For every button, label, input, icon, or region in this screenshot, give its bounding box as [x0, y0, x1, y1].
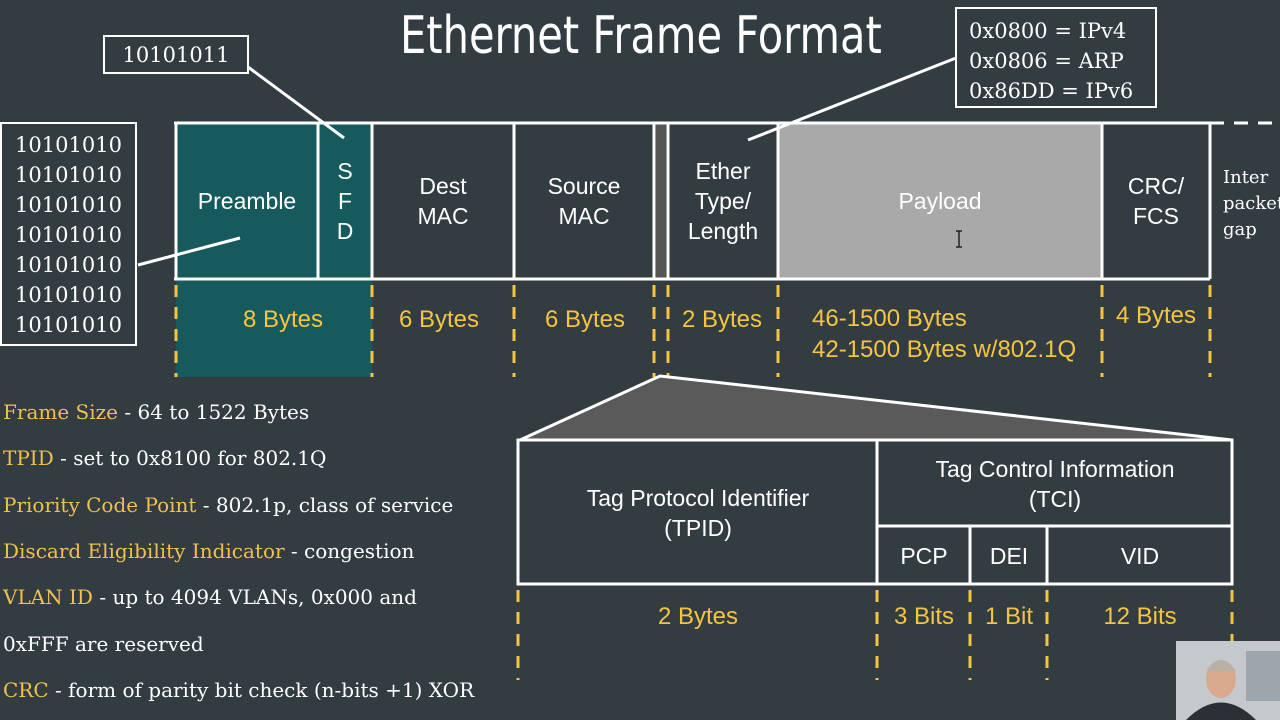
- bits-row: 10101010: [15, 223, 122, 247]
- text-cursor-icon: [955, 230, 962, 248]
- bits-row: 10101010: [15, 313, 122, 337]
- preamble-bits-callout: 10101010 10101010 10101010 10101010 1010…: [0, 122, 137, 346]
- field-label: Dest: [419, 173, 467, 199]
- field-label: (TPID): [664, 515, 732, 541]
- size-payload: 46-1500 Bytes 42-1500 Bytes w/802.1Q: [812, 303, 1076, 365]
- legend-item: TPID - set to 0x8100 for 802.1Q: [3, 446, 326, 470]
- tag-tpid: Tag Protocol Identifier (TPID): [520, 442, 876, 584]
- size-ethertype: 2 Bytes: [681, 306, 763, 333]
- field-sfd: S F D: [318, 123, 372, 279]
- field-label: MAC: [417, 203, 469, 229]
- field-label: D: [336, 218, 354, 244]
- field-payload: Payload: [778, 123, 1102, 279]
- field-label: MAC: [558, 203, 610, 229]
- size-dei: 1 Bit: [984, 603, 1034, 630]
- field-label: CRC/: [1127, 173, 1185, 199]
- legend-key: CRC: [3, 678, 49, 702]
- legend-key: TPID: [3, 446, 54, 470]
- field-label: packet: [1223, 193, 1280, 214]
- page-title: Ethernet Frame Format: [400, 6, 882, 66]
- size-crc: 4 Bytes: [1115, 302, 1197, 329]
- bits-row: 10101010: [15, 133, 122, 157]
- legend-item: VLAN ID - up to 4094 VLANs, 0x000 and: [3, 585, 417, 609]
- tag-vid: VID: [1120, 542, 1160, 569]
- field-crc: CRC/ FCS: [1102, 123, 1210, 279]
- legend-key: VLAN ID: [3, 585, 93, 609]
- bits-row: 10101010: [15, 163, 122, 187]
- bits-row: 10101010: [15, 193, 122, 217]
- sfd-bits-callout: 10101011: [103, 35, 249, 74]
- tag-pcp: PCP: [900, 542, 948, 569]
- size-tpid: 2 Bytes: [657, 603, 739, 630]
- field-label: Tag Control Information: [935, 456, 1175, 482]
- field-source-mac: Source MAC: [514, 123, 654, 279]
- legend-text: - 802.1p, class of service: [196, 493, 454, 517]
- size-line: 42-1500 Bytes w/802.1Q: [812, 336, 1077, 363]
- legend-text: 0xFFF are reserved: [3, 632, 204, 656]
- field-preamble: Preamble: [176, 123, 318, 279]
- legend-key: Discard Eligibility Indicator: [3, 539, 285, 563]
- field-label: Ether: [695, 158, 751, 184]
- webcam-thumbnail: [1176, 641, 1280, 720]
- field-label: Inter: [1223, 167, 1269, 188]
- size-line: 46-1500 Bytes: [812, 305, 967, 332]
- legend-text: - set to 0x8100 for 802.1Q: [53, 446, 327, 470]
- legend-key: Frame Size: [3, 400, 118, 424]
- size-preamble: 8 Bytes: [242, 306, 324, 333]
- size-vid: 12 Bits: [1103, 603, 1177, 630]
- field-label: gap: [1223, 219, 1257, 240]
- bits-row: 10101010: [15, 283, 122, 307]
- field-dest-mac: Dest MAC: [372, 123, 514, 279]
- field-label: Length: [687, 218, 759, 244]
- bits-row: 10101010: [15, 253, 122, 277]
- legend-item: Discard Eligibility Indicator - congesti…: [3, 539, 414, 563]
- legend-text: - 64 to 1522 Bytes: [118, 400, 310, 424]
- legend-item: Priority Code Point - 802.1p, class of s…: [3, 493, 453, 517]
- field-label: Payload: [898, 188, 982, 214]
- field-label: Tag Protocol Identifier: [586, 485, 810, 511]
- field-ethertype: Ether Type/ Length: [668, 123, 778, 279]
- field-label: F: [337, 188, 353, 214]
- tag-dei: DEI: [989, 542, 1029, 569]
- tag-tci: Tag Control Information (TCI): [878, 442, 1232, 526]
- legend-text: - congestion: [284, 539, 415, 563]
- field-label: Type/: [694, 188, 752, 214]
- sfd-bits-text: 10101011: [122, 42, 230, 67]
- size-pcp: 3 Bits: [893, 603, 955, 630]
- size-source: 6 Bytes: [544, 306, 626, 333]
- field-interpacket-gap: Inter packet gap: [1223, 165, 1280, 243]
- field-label: FCS: [1133, 203, 1179, 229]
- ethertype-line: 0x86DD = IPv6: [969, 79, 1134, 103]
- legend-text: - form of parity bit check (n-bits +1) X…: [48, 678, 475, 702]
- ethertype-line: 0x0806 = ARP: [969, 49, 1124, 73]
- ethertype-callout: 0x0800 = IPv4 0x0806 = ARP 0x86DD = IPv6: [955, 7, 1157, 108]
- legend-text: - up to 4094 VLANs, 0x000 and: [92, 585, 417, 609]
- field-label: Preamble: [197, 188, 297, 214]
- field-label: S: [337, 158, 353, 184]
- legend-item: 0xFFF are reserved: [3, 632, 204, 656]
- legend-item: Frame Size - 64 to 1522 Bytes: [3, 400, 309, 424]
- legend-item: CRC - form of parity bit check (n-bits +…: [3, 678, 474, 702]
- field-label: Source: [547, 173, 621, 199]
- size-dest: 6 Bytes: [398, 306, 480, 333]
- legend-key: Priority Code Point: [3, 493, 197, 517]
- ethertype-line: 0x0800 = IPv4: [969, 19, 1127, 43]
- field-label: (TCI): [1028, 486, 1082, 512]
